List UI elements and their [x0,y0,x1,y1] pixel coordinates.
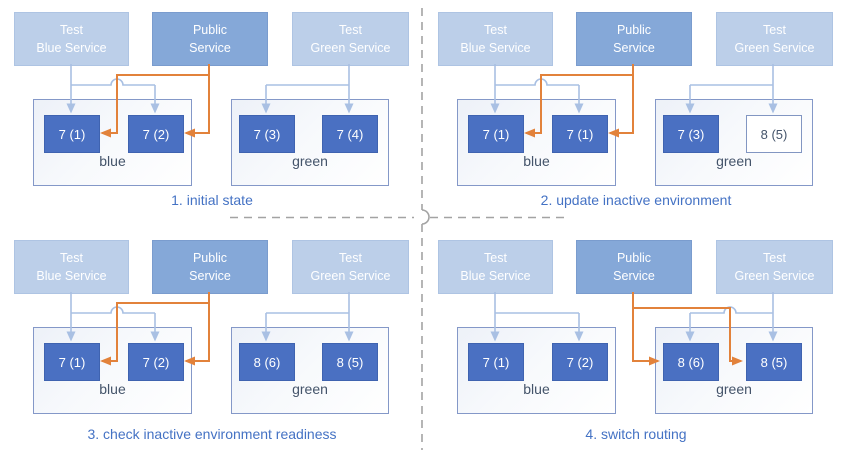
pod-blue-2: 7 (2) [128,115,184,153]
public-service-box: Public Service [576,240,692,294]
quadrant-caption: 4. switch routing [585,426,687,442]
test-blue-service-box: Test Blue Service [14,12,129,66]
test-blue-service-label-line1: Test [60,23,83,37]
test-green-service-label-line2: Green Service [310,269,391,283]
pod-green-1: 7 (3) [239,115,295,153]
green-environment-label: green [716,381,752,397]
test-green-service-box: Test Green Service [292,12,409,66]
public-service-label-line2: Service [189,41,231,55]
public-service-box: Public Service [152,12,268,66]
test-blue-service-box: Test Blue Service [14,240,129,294]
pod-green-1: 7 (3) [663,115,719,153]
quadrant-caption: 2. update inactive environment [540,192,732,208]
test-blue-service-box: Test Blue Service [438,240,553,294]
green-environment-label: green [292,381,328,397]
test-green-service-label-line1: Test [763,251,786,265]
green-environment-label: green [716,153,752,169]
pod-blue-1: 7 (1) [44,343,100,381]
green-environment-label: green [292,153,328,169]
blue-environment-label: blue [523,153,550,169]
test-green-service-label-line1: Test [339,23,362,37]
public-service-box: Public Service [576,12,692,66]
quadrant-1-initial-state: Test Blue Service Public Service Test Gr… [0,0,424,228]
quadrant-3-check-inactive-environment-readiness: Test Blue Service Public Service Test Gr… [0,228,424,456]
test-blue-service-label-line2: Blue Service [36,41,107,55]
pod-blue-1: 7 (1) [468,115,524,153]
test-green-service-label-line1: Test [763,23,786,37]
quadrant-caption: 1. initial state [171,192,253,208]
public-service-label-line1: Public [192,23,228,37]
test-blue-service-label-line2: Blue Service [36,269,107,283]
blue-environment-label: blue [99,153,126,169]
test-green-service-label-line1: Test [339,251,362,265]
test-green-service-label-line2: Green Service [734,41,815,55]
test-blue-service-label-line1: Test [60,251,83,265]
public-service-label-line2: Service [613,269,655,283]
public-service-label-line1: Public [616,251,652,265]
test-blue-service-label-line2: Blue Service [460,41,531,55]
test-green-service-box: Test Green Service [292,240,409,294]
public-service-label-line2: Service [189,269,231,283]
pod-blue-2: 7 (2) [552,343,608,381]
blue-environment-label: blue [523,381,550,397]
pod-green-2-new-version: 8 (5) [746,115,802,153]
public-service-box: Public Service [152,240,268,294]
test-green-service-box: Test Green Service [716,240,833,294]
pod-green-2: 7 (4) [322,115,378,153]
quadrant-2-update-inactive-environment: Test Blue Service Public Service Test Gr… [424,0,848,228]
quadrant-caption: 3. check inactive environment readiness [87,426,337,442]
public-service-label-line1: Public [616,23,652,37]
pod-blue-1: 7 (1) [468,343,524,381]
pod-blue-1: 7 (1) [44,115,100,153]
pod-blue-2: 7 (1) [552,115,608,153]
pod-blue-2: 7 (2) [128,343,184,381]
test-green-service-label-line2: Green Service [310,41,391,55]
test-green-service-box: Test Green Service [716,12,833,66]
pod-green-1: 8 (6) [239,343,295,381]
quadrant-4-switch-routing: Test Blue Service Public Service Test Gr… [424,228,848,456]
public-service-label-line1: Public [192,251,228,265]
pod-green-2: 8 (5) [322,343,378,381]
test-blue-service-box: Test Blue Service [438,12,553,66]
test-green-service-label-line2: Green Service [734,269,815,283]
pod-green-2: 8 (5) [746,343,802,381]
test-blue-service-label-line1: Test [484,23,507,37]
test-blue-service-label-line1: Test [484,251,507,265]
test-blue-service-label-line2: Blue Service [460,269,531,283]
blue-environment-label: blue [99,381,126,397]
public-service-label-line2: Service [613,41,655,55]
pod-green-1: 8 (6) [663,343,719,381]
